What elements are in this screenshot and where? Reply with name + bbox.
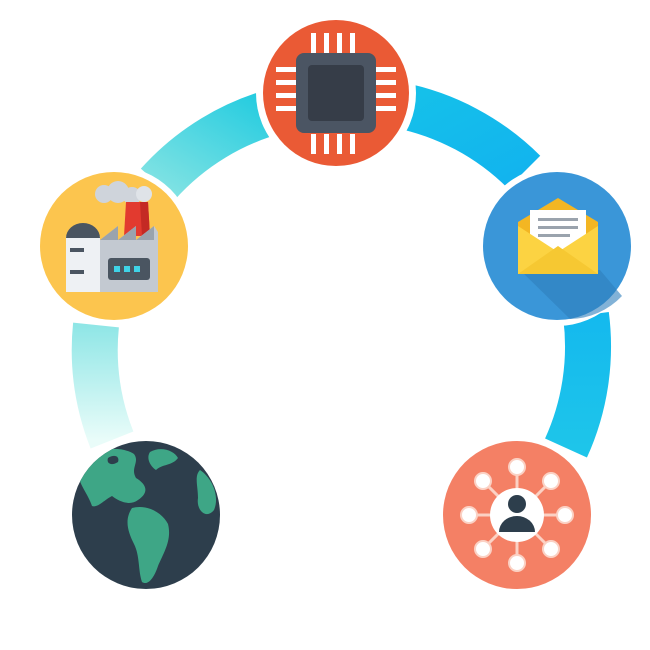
ring-segment-processor-email <box>393 82 541 189</box>
factory-icon <box>66 181 158 292</box>
processor-chip-icon <box>276 33 396 154</box>
email-node <box>477 166 637 326</box>
ring-segment-email-network <box>544 312 611 458</box>
globe-node <box>66 435 226 595</box>
processor-node <box>256 13 416 173</box>
network-node <box>437 435 597 595</box>
user-network-icon <box>460 458 574 572</box>
globe-icon <box>78 448 217 584</box>
ring-segment-globe-factory <box>71 322 134 449</box>
envelope-email-icon <box>518 198 598 274</box>
factory-node <box>34 166 194 326</box>
